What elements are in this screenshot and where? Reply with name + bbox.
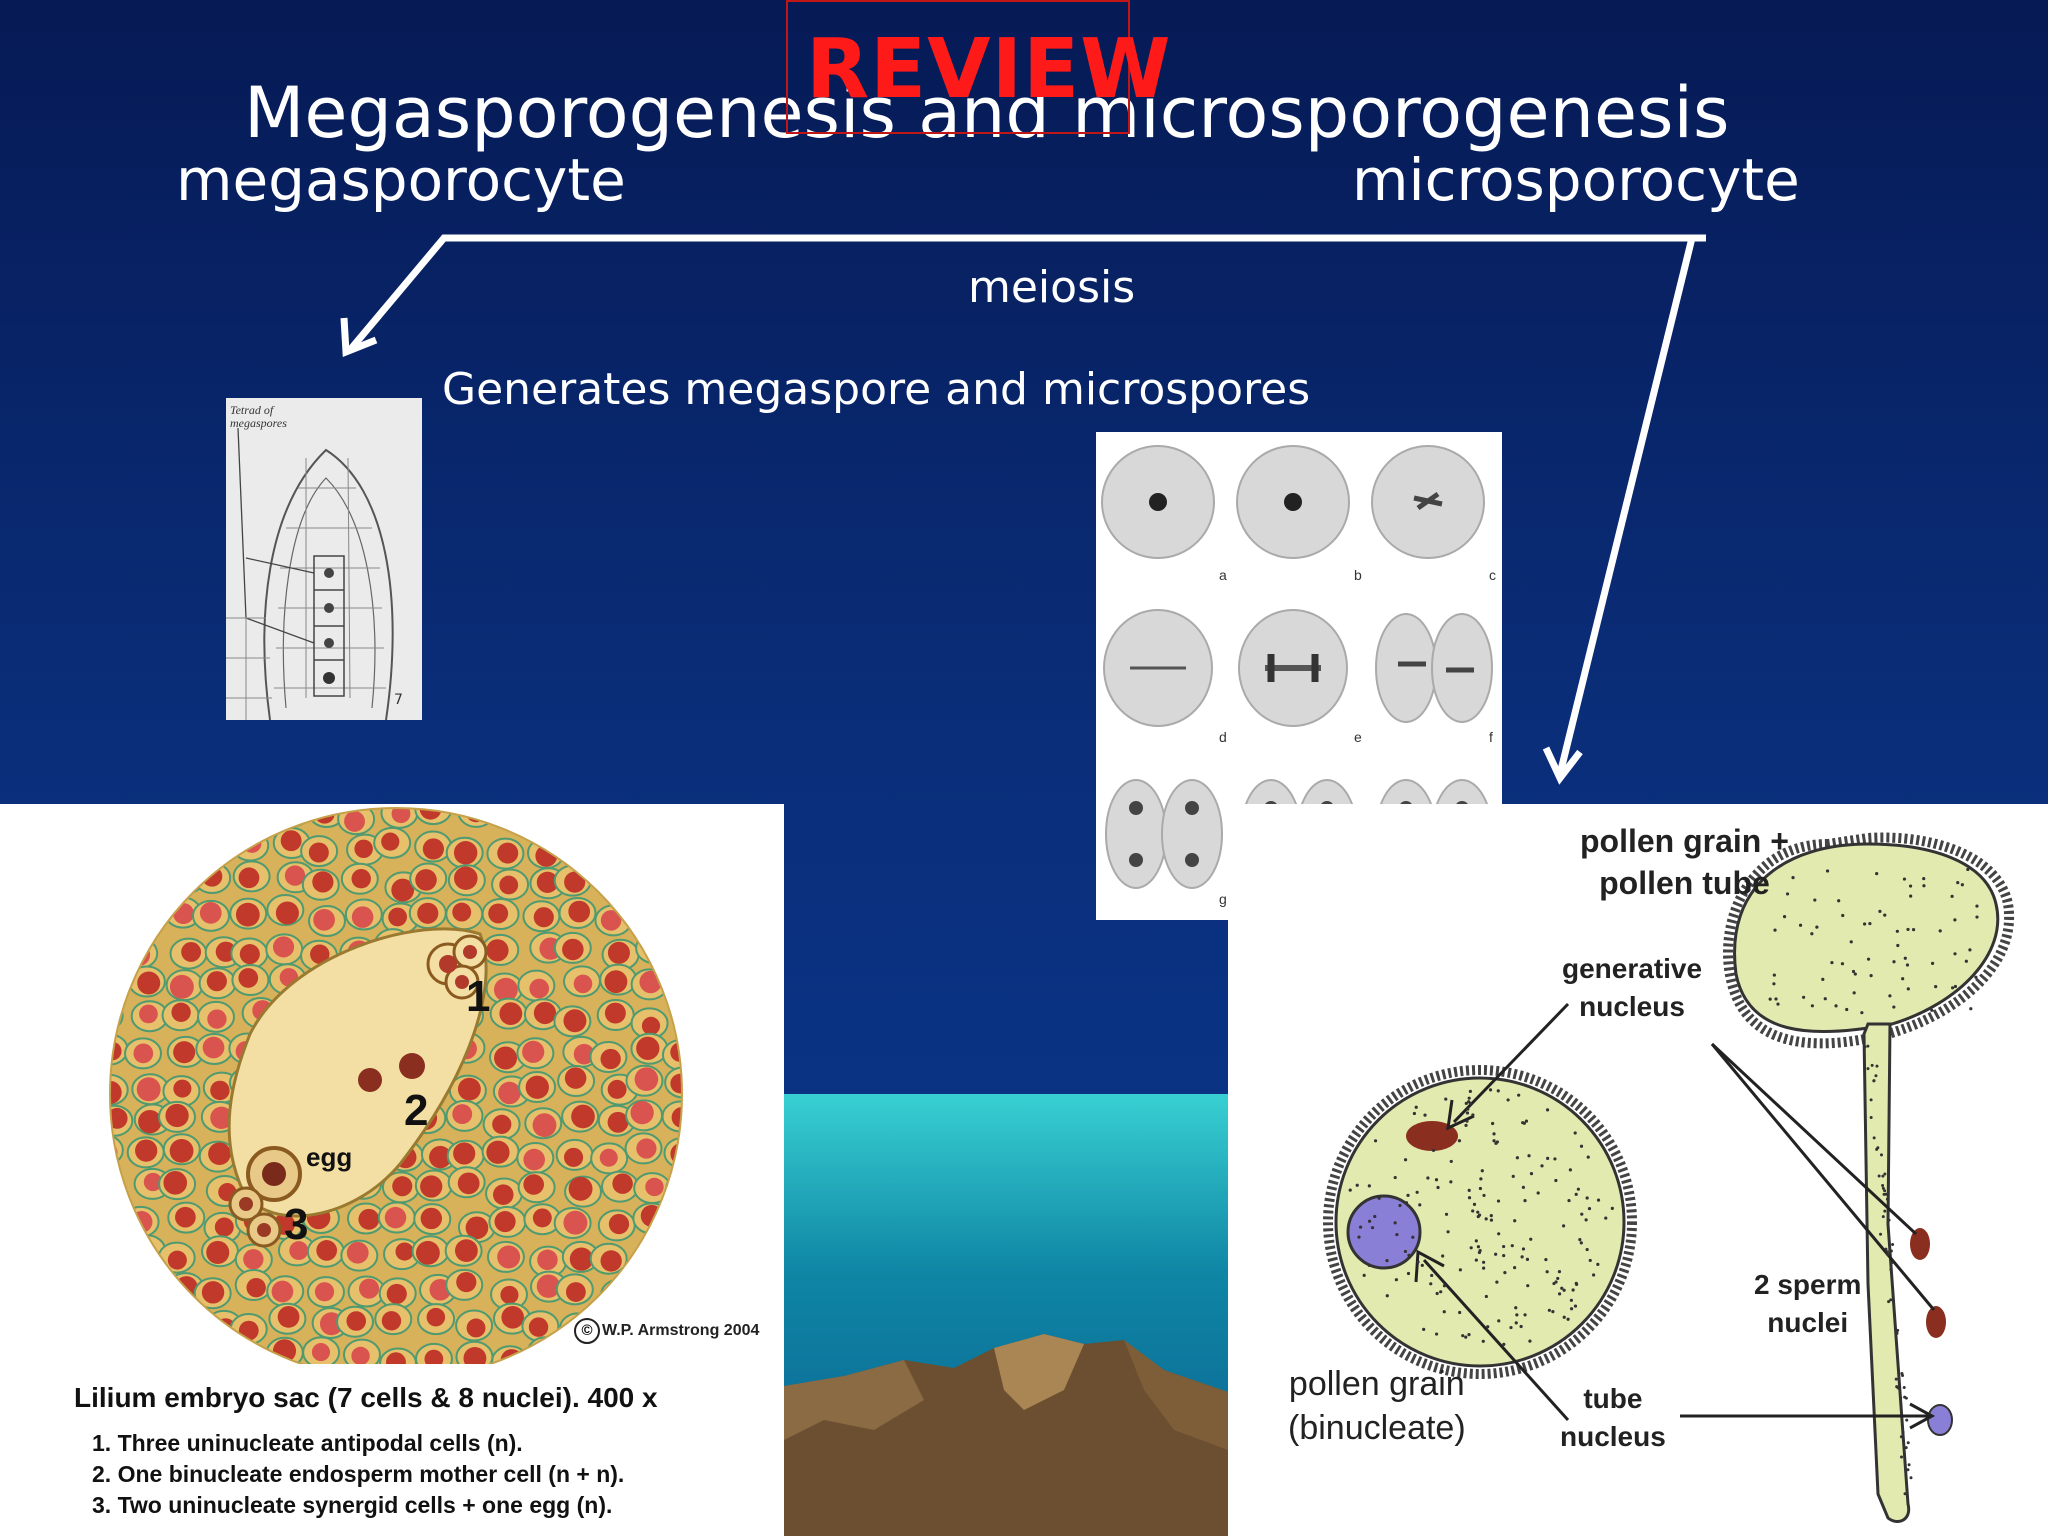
- generates-label: Generates megaspore and microspores: [442, 364, 1311, 415]
- pollen-top-label-line1: pollen grain +: [1580, 823, 1789, 859]
- pollen-grain-label-line2: (binucleate): [1288, 1409, 1466, 1447]
- mountains: [784, 1334, 1228, 1536]
- arrow-to-megaspore: [347, 234, 1706, 353]
- meiosis-label: meiosis: [968, 262, 1136, 313]
- stage-label: f: [1489, 729, 1493, 745]
- arrowhead-left: [340, 317, 378, 358]
- tube-nucleus-label-line1: tube: [1583, 1383, 1643, 1414]
- embryo-sac-cavity: [227, 927, 488, 1218]
- pollen-diagram: [1323, 832, 2015, 1523]
- generative-nucleus-icon: [1406, 1121, 1458, 1151]
- copyright-icon: ©: [574, 1318, 600, 1344]
- stage-label: e: [1354, 729, 1362, 745]
- embryo-caption-item: 3. Two uninucleate synergid cells + one …: [92, 1492, 613, 1518]
- pollen-grain: [1334, 1076, 1626, 1368]
- review-box: [786, 0, 1130, 134]
- tetrad-panel: Tetrad of megaspores 7: [226, 398, 422, 720]
- meiosis-stage-g: g: [1096, 756, 1231, 918]
- embryo-sac-panel: 1 2 3 egg © W.P. Armstrong 2004: [0, 804, 784, 1536]
- embryo-credit: W.P. Armstrong 2004: [602, 1322, 760, 1339]
- stage-label: g: [1219, 891, 1227, 907]
- sperm-nucleus-icon: [1910, 1228, 1930, 1260]
- meiosis-stage-d: d: [1096, 594, 1231, 756]
- egg-label: egg: [306, 1142, 353, 1172]
- sperm-nucleus-icon: [1926, 1306, 1946, 1338]
- arrow-to-microspore: [1556, 237, 1696, 775]
- tube-nucleus-label-line2: nucleus: [1560, 1421, 1666, 1452]
- meiosis-stage-f: f: [1366, 594, 1501, 756]
- embryo-caption-item: 2. One binucleate endosperm mother cell …: [92, 1461, 625, 1487]
- meiosis-stage-e: e: [1231, 594, 1366, 756]
- pollen-tube: [1862, 1022, 1911, 1523]
- megasporocyte-label: megasporocyte: [176, 146, 626, 214]
- tetrad-sketch: [226, 427, 394, 720]
- sperm-label-line2: nuclei: [1767, 1307, 1849, 1338]
- embryo-caption-list: 1. Three uninucleate antipodal cells (n)…: [92, 1428, 624, 1521]
- microsporocyte-label: microsporocyte: [1352, 146, 1800, 214]
- tetrad-label-line2: megaspores: [230, 416, 287, 430]
- embryo-caption-item: 1. Three uninucleate antipodal cells (n)…: [92, 1430, 523, 1456]
- meiosis-stage-c: c: [1366, 432, 1501, 594]
- stage-label: d: [1219, 729, 1227, 745]
- generative-label-line2: nucleus: [1579, 991, 1685, 1022]
- arrowhead-right: [1542, 746, 1583, 785]
- embryo-num-1: 1: [466, 972, 491, 1021]
- tube-nucleus-icon: [1927, 1404, 1953, 1436]
- slide-title: Megasporogenesis and microsporogenesis: [244, 72, 1730, 154]
- embryo-caption-title: Lilium embryo sac (7 cells & 8 nuclei). …: [74, 1382, 658, 1413]
- meiosis-stage-b: b: [1231, 432, 1366, 594]
- review-label: REVIEW: [806, 22, 1172, 117]
- tube-nucleus-icon: [1346, 1194, 1422, 1270]
- pollen-panel: pollen grain + pollen tube generative nu…: [1228, 804, 2048, 1536]
- stage-label: a: [1219, 567, 1227, 583]
- tetrad-label-line1: Tetrad of: [230, 403, 274, 417]
- pollen-top-label-line2: pollen tube: [1599, 865, 1770, 901]
- embryo-num-3: 3: [284, 1200, 309, 1249]
- embryo-sac-image: [109, 807, 683, 1364]
- embryo-num-2: 2: [404, 1086, 429, 1135]
- generative-label-line1: generative: [1562, 953, 1703, 984]
- meiosis-stage-a: a: [1096, 432, 1231, 594]
- stage-label: c: [1489, 567, 1496, 583]
- sperm-label-line1: 2 sperm: [1754, 1269, 1862, 1300]
- pollen-grain-label-line1: pollen grain: [1288, 1365, 1465, 1403]
- tetrad-corner-number: 7: [394, 692, 403, 708]
- stage-label: b: [1354, 567, 1362, 583]
